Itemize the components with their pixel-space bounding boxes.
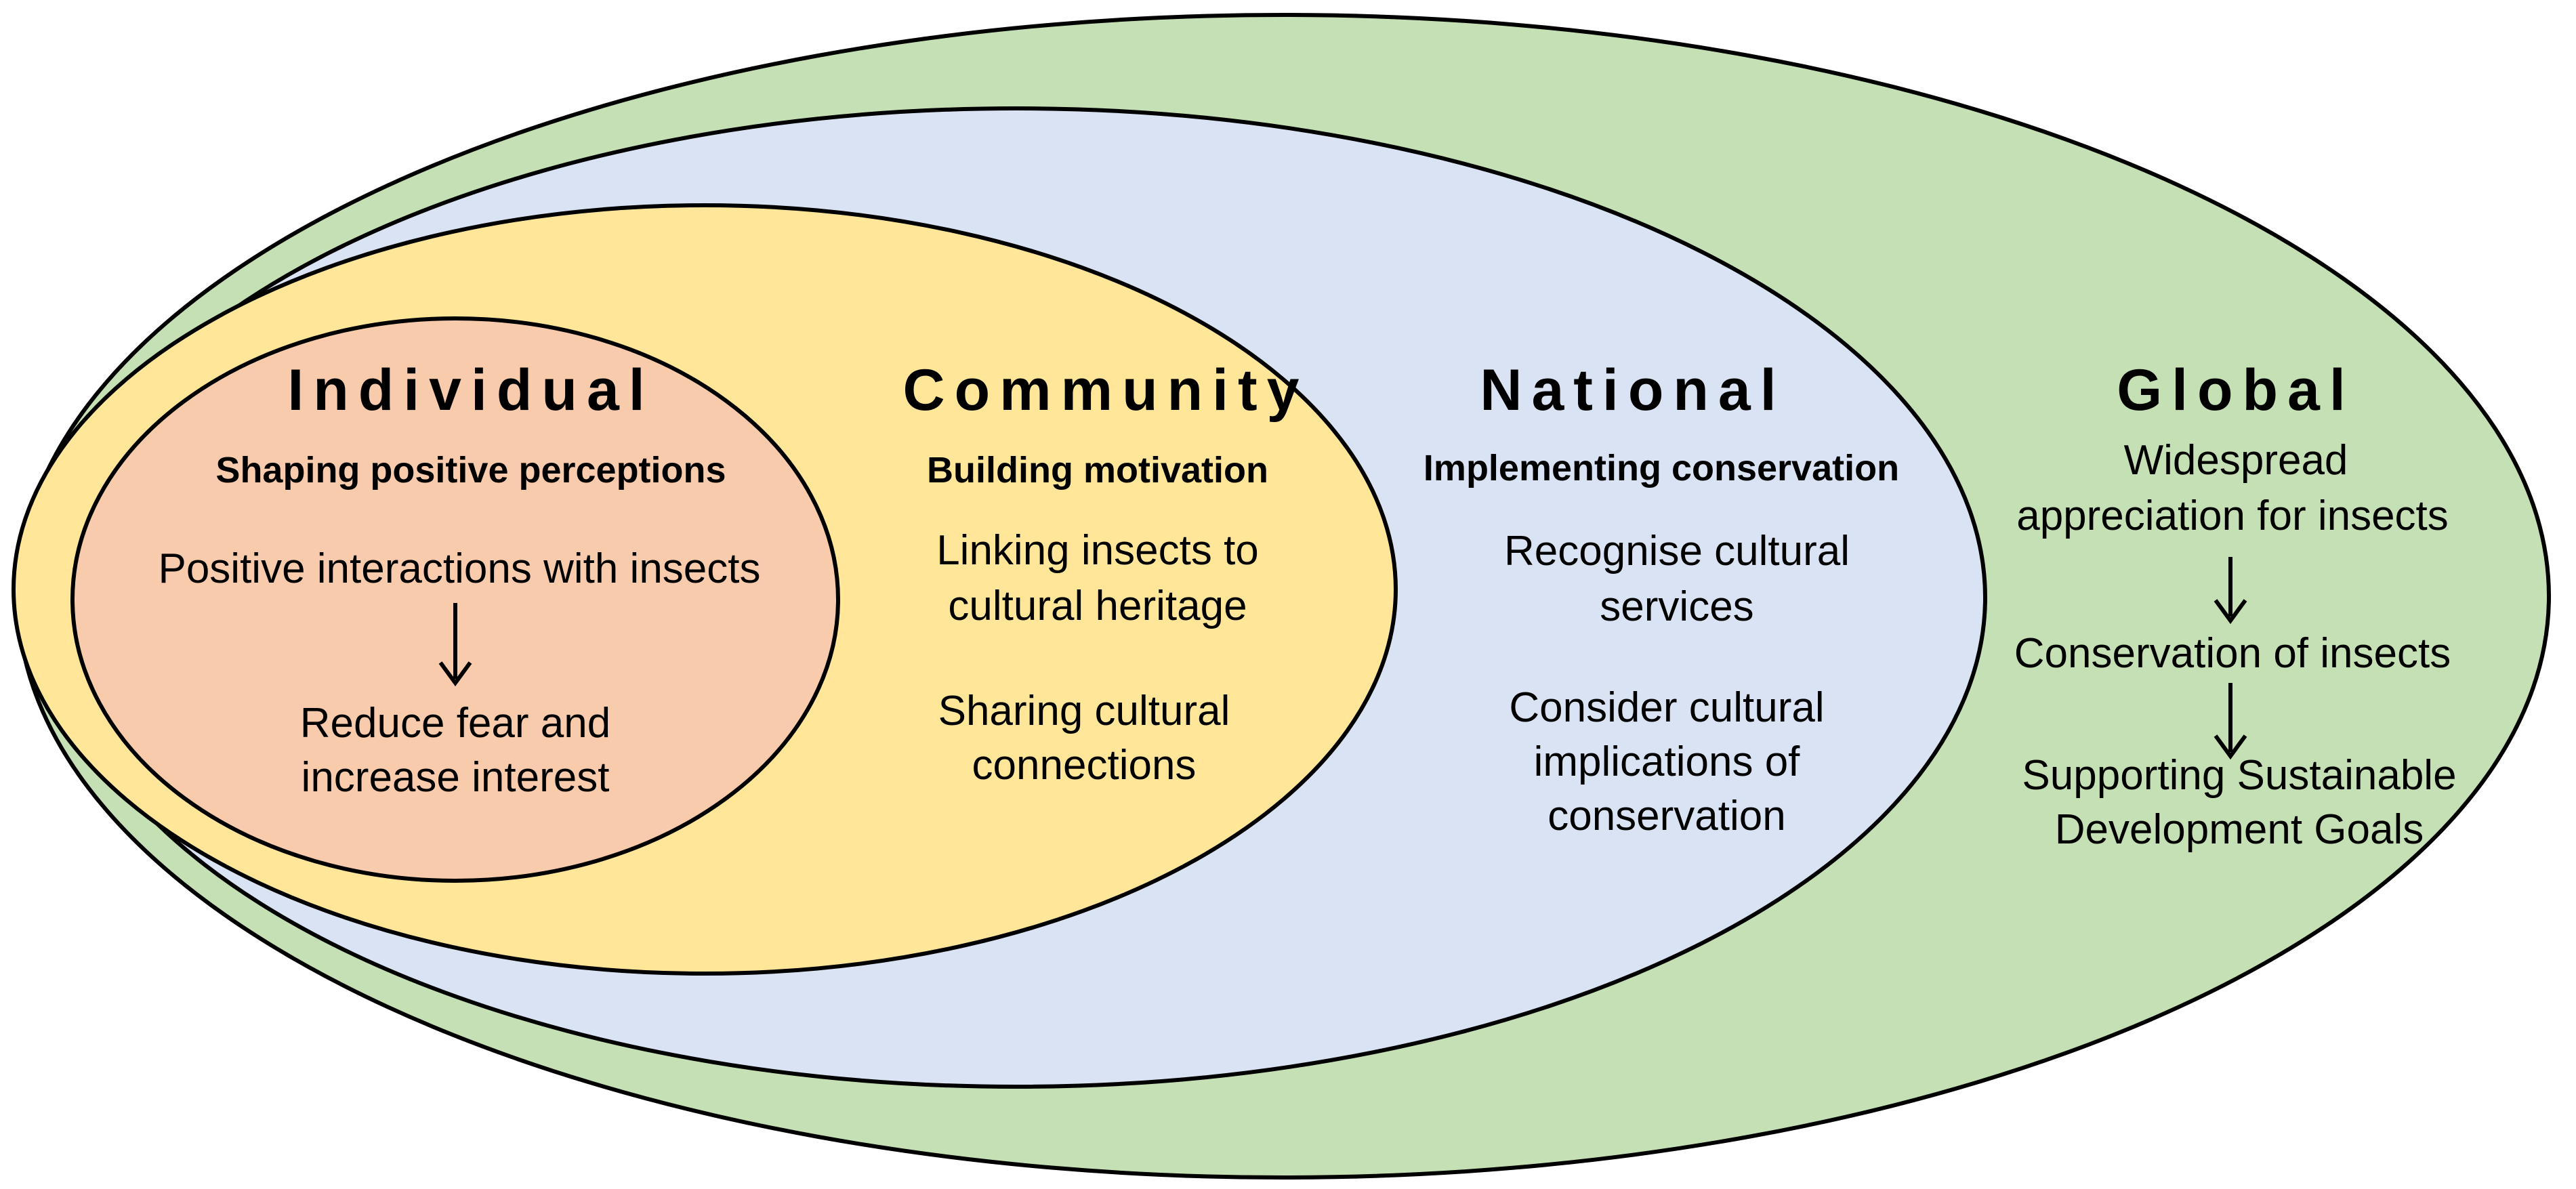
global-arrow-head-1 — [2214, 599, 2247, 625]
individual-subtitle: Shaping positive perceptions — [215, 450, 726, 491]
individual-item-positive-interactions: Positive interactions with insects — [158, 545, 760, 592]
community-item-cultural-heritage: cultural heritage — [948, 583, 1247, 629]
individual-item-reduce-fear: Reduce fear and — [300, 700, 610, 747]
community-item-sharing-cultural: Sharing cultural — [938, 688, 1230, 734]
global-title: Global — [2117, 358, 2355, 423]
community-item-connections: connections — [972, 742, 1197, 789]
global-item-appreciation: appreciation for insects — [2016, 493, 2449, 539]
individual-item-increase-interest: increase interest — [302, 754, 610, 801]
national-item-conservation: conservation — [1547, 793, 1786, 839]
community-item-linking-insects: Linking insects to — [936, 527, 1259, 574]
global-item-development-goals: Development Goals — [2055, 806, 2424, 853]
global-item-widespread: Widespread — [2124, 437, 2348, 484]
global-item-conservation-of-insects: Conservation of insects — [2014, 630, 2451, 677]
global-arrow-head-2 — [2214, 734, 2247, 760]
national-item-implications-of: implications of — [1534, 738, 1801, 785]
individual-arrow-head — [438, 661, 472, 687]
national-title: National — [1480, 358, 1785, 423]
individual-title: Individual — [287, 358, 654, 423]
national-item-consider-cultural: Consider cultural — [1509, 684, 1824, 731]
global-item-supporting-sdg: Supporting Sustainable — [2022, 752, 2456, 799]
national-item-services: services — [1600, 583, 1753, 630]
community-title: Community — [903, 358, 1309, 423]
individual-ellipse — [70, 316, 840, 883]
community-subtitle: Building motivation — [927, 450, 1268, 491]
national-subtitle: Implementing conservation — [1424, 448, 1899, 488]
national-item-recognise-cultural: Recognise cultural — [1504, 528, 1850, 575]
